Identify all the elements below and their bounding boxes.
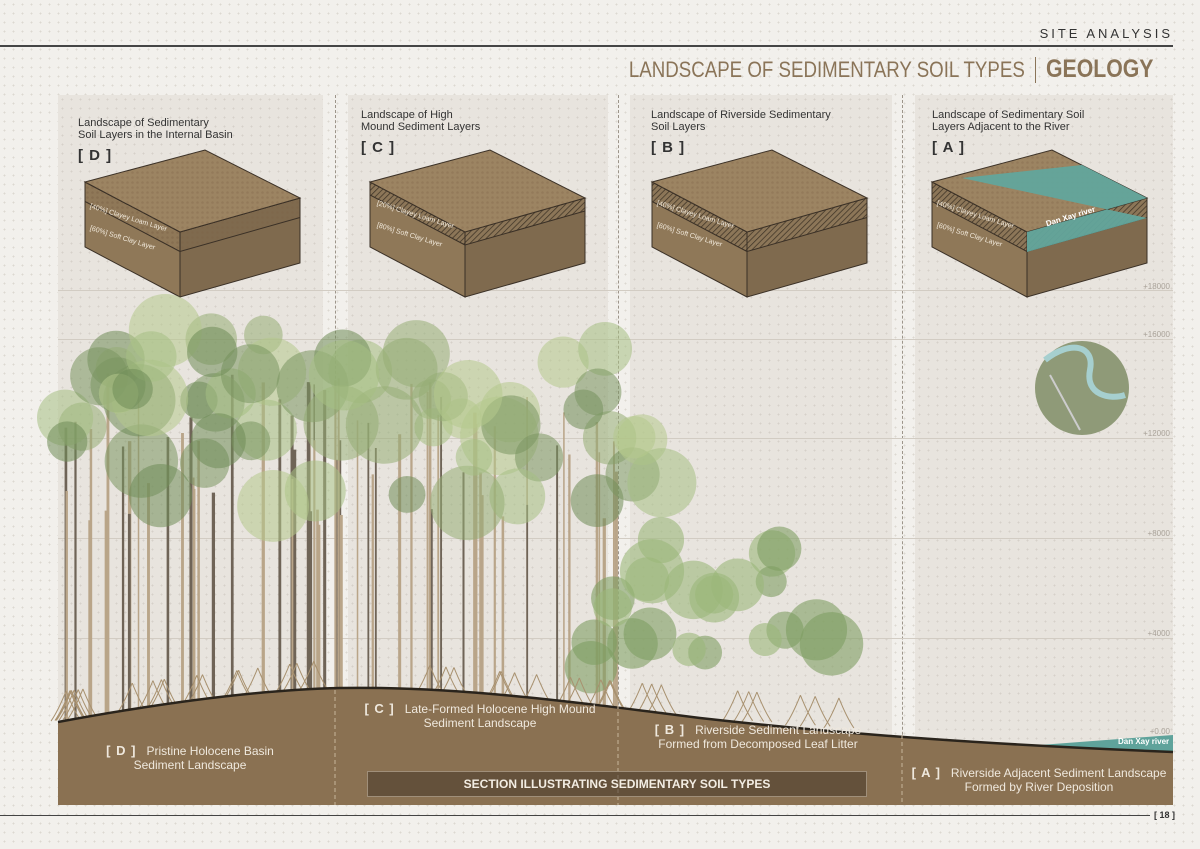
soil-block-b: [650, 149, 869, 298]
mangrove-root: [722, 690, 754, 721]
tree-canopy: [388, 476, 426, 513]
tree-canopy: [128, 464, 193, 528]
tree-canopy: [308, 340, 380, 411]
section-text: Formed by River Deposition: [964, 780, 1114, 794]
footer-rule: [0, 815, 1150, 816]
shrub-canopy: [623, 607, 677, 661]
panel-b-header: Landscape of Riverside Sedimentary Soil …: [651, 109, 851, 156]
shrub-canopy: [619, 539, 685, 604]
tree-canopy: [537, 336, 589, 388]
shrub-canopy: [564, 640, 618, 694]
tree-canopy: [430, 465, 505, 541]
panel-label: [ B ]: [651, 139, 686, 156]
header-rule: [0, 45, 1173, 47]
section-text: Late-Formed Holocene High Mound: [404, 702, 596, 716]
elevation-label: +0.00: [1149, 727, 1170, 736]
tree-canopy: [574, 368, 622, 416]
panel-title-line: Landscape of Sedimentary: [78, 117, 209, 129]
section-heading: SITE ANALYSIS: [1039, 26, 1173, 41]
panel-label: [ C ]: [361, 139, 396, 156]
tree-canopy: [190, 413, 246, 469]
tree-canopy: [126, 331, 177, 382]
mangrove-root: [785, 695, 816, 726]
shrub-canopy: [672, 632, 706, 667]
page-title: LANDSCAPE OF SEDIMENTARY SOIL TYPES GEOL…: [559, 55, 1172, 84]
panel-d-header: Landscape of Sedimentary Soil Layers in …: [78, 117, 278, 164]
panel-title-line: Mound Sediment Layers: [361, 121, 481, 133]
panel-title-line: Landscape of High: [361, 109, 453, 121]
section-label-d: [ D ] Pristine Holocene Basin Sediment La…: [90, 743, 290, 773]
tree-canopy: [455, 439, 493, 476]
ground-section: [58, 687, 1173, 805]
elevation-label: +16000: [1143, 330, 1170, 339]
shrub-canopy: [593, 588, 632, 627]
tree-canopy: [613, 416, 656, 459]
panel-title-line: Soil Layers in the Internal Basin: [78, 129, 233, 141]
mangrove-root: [733, 691, 765, 722]
title-divider: [1034, 56, 1036, 83]
section-text: Sediment Landscape: [133, 758, 247, 772]
elevation-label: +18000: [1143, 282, 1170, 291]
mangrove-root: [799, 696, 831, 727]
panel-title-line: Layers Adjacent to the River: [932, 121, 1070, 133]
ground-surface-line: [57, 686, 1174, 754]
panel-c-header: Landscape of High Mound Sediment Layers …: [361, 109, 561, 156]
panel-title-line: Landscape of Riverside Sedimentary: [651, 109, 831, 121]
shrub-canopy: [757, 526, 802, 571]
title-category: GEOLOGY: [1045, 55, 1154, 83]
panel-a-header: Landscape of Sedimentary Soil Layers Adj…: [932, 109, 1132, 156]
elevation-label: +4000: [1147, 629, 1170, 638]
section-label-c: [ C ] Late-Formed Holocene High Mound Sed…: [355, 701, 605, 731]
shrub-canopy: [748, 623, 782, 657]
elevation-line: [58, 290, 1173, 291]
tree-canopy: [187, 326, 238, 378]
section-letter: [ B ]: [654, 722, 686, 737]
column-divider: [902, 95, 903, 805]
panel-title-line: Soil Layers: [651, 121, 706, 133]
site-map-inset: [1035, 341, 1129, 435]
mangrove-root: [741, 691, 773, 723]
shrub-canopy: [785, 599, 848, 661]
tree-canopy: [237, 470, 310, 542]
section-letter: [ A ]: [911, 765, 941, 780]
tree-canopy: [578, 321, 633, 376]
soil-block-c: [368, 149, 587, 298]
title-text: LANDSCAPE OF SEDIMENTARY SOIL TYPES: [628, 56, 1025, 82]
mangrove-root: [823, 697, 855, 729]
section-text: Pristine Holocene Basin: [146, 744, 274, 758]
panel-label: [ A ]: [932, 139, 966, 156]
section-label-a: [ A ] Riverside Adjacent Sediment Landsca…: [905, 765, 1173, 795]
tree-canopy: [375, 337, 438, 400]
section-banner: SECTION ILLUSTRATING SEDIMENTARY SOIL TY…: [367, 771, 867, 797]
tree-canopy: [47, 421, 88, 462]
mangrove-root: [645, 684, 677, 716]
panel-title-line: Landscape of Sedimentary Soil: [932, 109, 1085, 121]
soil-block-a: [930, 149, 1149, 298]
panel-label: [ D ]: [78, 147, 113, 164]
tree-canopy: [433, 360, 503, 429]
soil-block-d: [83, 149, 302, 298]
elevation-label: +8000: [1147, 529, 1170, 538]
river-label: Dan Xay river: [1118, 737, 1170, 746]
section-letter: [ C ]: [364, 701, 395, 716]
page-number: [ 18 ]: [1154, 810, 1176, 820]
tree-canopy: [112, 368, 153, 410]
section-label-b: [ B ] Riverside Sediment Landscape Formed…: [628, 722, 888, 752]
section-text: Formed from Decomposed Leaf Litter: [658, 737, 858, 751]
tree-canopy: [627, 448, 697, 518]
section-text: Riverside Sediment Landscape: [695, 723, 862, 737]
section-text: Riverside Adjacent Sediment Landscape: [950, 766, 1167, 780]
elevation-label: +12000: [1143, 429, 1170, 438]
section-text: Sediment Landscape: [423, 716, 537, 730]
shrub-canopy: [711, 558, 764, 612]
section-letter: [ D ]: [106, 743, 137, 758]
